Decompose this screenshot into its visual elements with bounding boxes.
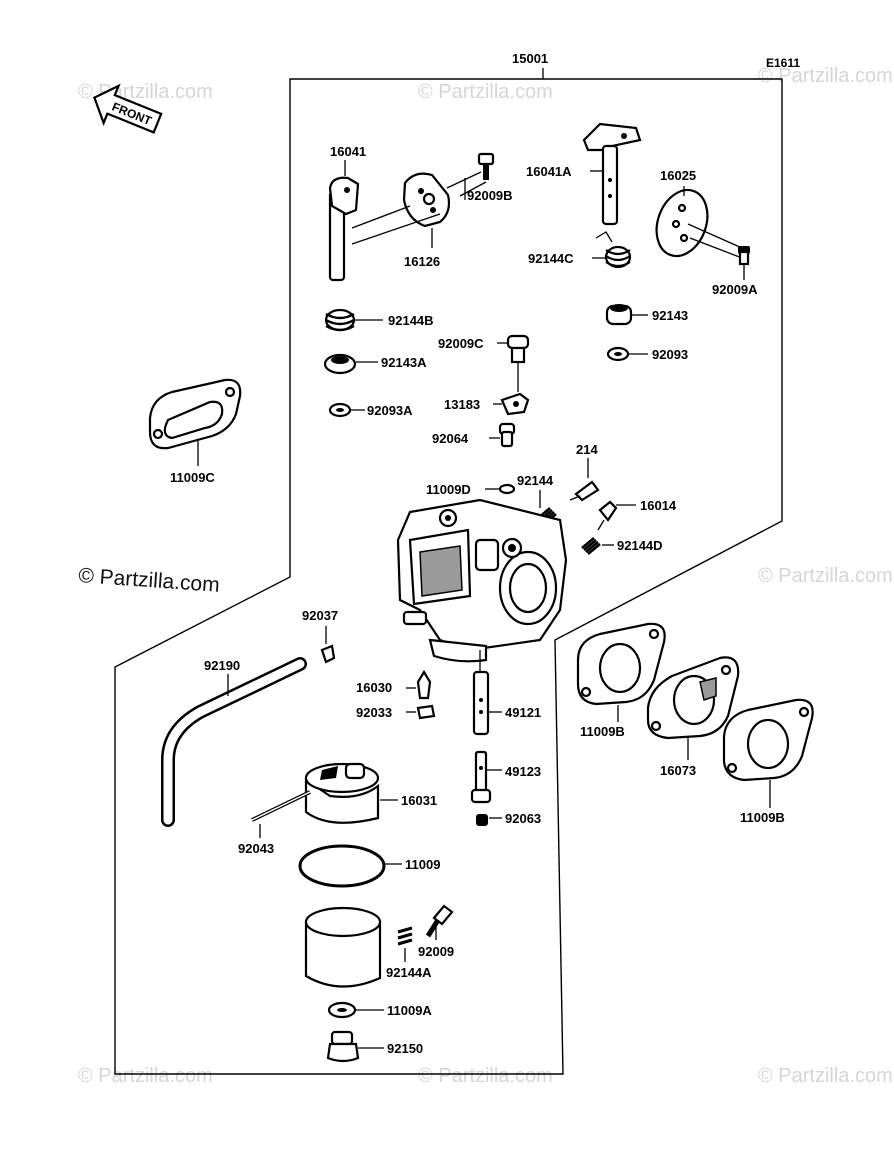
part-11009B-gasket-left <box>576 622 666 722</box>
label-49123: 49123 <box>505 764 541 779</box>
part-92150-bolt <box>326 1030 384 1063</box>
label-92009A: 92009A <box>712 282 758 297</box>
watermark-bottom-center: © Partzilla.com <box>418 1065 553 1087</box>
part-16014-needle <box>597 500 636 531</box>
front-arrow-icon: FRONT <box>93 83 163 134</box>
label-16031: 16031 <box>401 793 437 808</box>
label-16025: 16025 <box>660 168 696 183</box>
label-11009B-right: 11009B <box>740 810 785 825</box>
label-11009: 11009 <box>405 857 440 872</box>
part-92043-pin <box>251 790 311 838</box>
label-92144B: 92144B <box>388 313 434 328</box>
label-92144: 92144 <box>517 473 554 488</box>
label-92144C: 92144C <box>528 251 574 266</box>
part-92037-clip <box>320 626 336 664</box>
part-11009-gasket <box>298 844 402 888</box>
part-92143A-seal <box>323 353 378 375</box>
label-92037: 92037 <box>302 608 338 623</box>
label-92043: 92043 <box>238 841 274 856</box>
part-13183-bracket <box>493 392 530 416</box>
label-16073: 16073 <box>660 763 696 778</box>
part-92009B-screw <box>446 152 495 200</box>
part-92063-plug <box>476 814 502 826</box>
label-16126: 16126 <box>404 254 440 269</box>
part-92144B-spring <box>324 308 383 332</box>
label-11009C: 11009C <box>170 470 215 485</box>
part-16030-float-needle <box>406 669 432 700</box>
part-16073-insulator <box>646 656 740 760</box>
watermark-bottom-left: © Partzilla.com <box>78 1065 213 1087</box>
part-11009C-gasket <box>148 378 242 466</box>
part-92093A-washer <box>328 402 365 418</box>
part-49123-jet <box>470 750 502 804</box>
label-92009B: 92009B <box>467 188 513 203</box>
part-214-screw <box>569 458 600 502</box>
part-49121-emulsion-tube <box>472 670 502 736</box>
label-92009: 92009 <box>418 944 454 959</box>
watermark-top-center: © Partzilla.com <box>418 81 553 103</box>
label-11009A: 11009A <box>387 1003 432 1018</box>
label-92009C: 92009C <box>438 336 484 351</box>
part-carburetor-body <box>396 498 568 672</box>
diagram-code: E1611 <box>766 56 800 70</box>
part-92009A-screw <box>738 246 750 280</box>
part-11009A-washer <box>327 1001 384 1019</box>
part-16041-choke-shaft <box>328 160 360 282</box>
part-92143-seal <box>605 304 648 326</box>
watermark-top-right: © Partzilla.com <box>758 65 893 87</box>
part-11009B-gasket-right <box>722 698 814 808</box>
part-16126-choke-plate <box>351 172 451 248</box>
label-16030: 16030 <box>356 680 392 695</box>
part-92009-bolt <box>425 904 454 940</box>
label-92144D: 92144D <box>617 538 663 553</box>
part-92144A-spring <box>397 926 413 962</box>
label-92093: 92093 <box>652 347 688 362</box>
assembly-outline <box>114 78 783 1075</box>
label-16041A: 16041A <box>526 164 572 179</box>
label-11009B-left: 11009B <box>580 724 625 739</box>
part-16025-throttle-plate <box>655 186 743 259</box>
label-11009D: 11009D <box>426 482 471 497</box>
label-49121: 49121 <box>505 705 541 720</box>
label-16014: 16014 <box>640 498 677 513</box>
part-92093-washer <box>606 346 648 362</box>
watermark-main: © Partzilla.com <box>78 564 221 597</box>
part-92033-clip <box>406 704 436 720</box>
watermark-middle-right: © Partzilla.com <box>758 565 893 587</box>
label-92150: 92150 <box>387 1041 423 1056</box>
label-92143A: 92143A <box>381 355 427 370</box>
part-16031-float <box>304 762 398 824</box>
part-92064-nozzle <box>489 422 516 448</box>
label-92143: 92143 <box>652 308 688 323</box>
part-16041A-throttle-shaft <box>582 122 642 226</box>
part-11009D-o-ring <box>485 483 516 495</box>
label-92063: 92063 <box>505 811 541 826</box>
part-92190-tube <box>161 657 307 827</box>
label-92190: 92190 <box>204 658 240 673</box>
assembly-number: 15001 <box>512 51 548 66</box>
part-92009C-screw <box>497 334 530 392</box>
label-92064: 92064 <box>432 431 469 446</box>
label-92144A: 92144A <box>386 965 432 980</box>
label-16041: 16041 <box>330 144 366 159</box>
part-float-bowl <box>304 906 382 988</box>
label-92093A: 92093A <box>367 403 413 418</box>
label-214: 214 <box>576 442 598 457</box>
part-92144D-spring <box>581 537 614 555</box>
label-92033: 92033 <box>356 705 392 720</box>
watermark-bottom-right: © Partzilla.com <box>758 1065 893 1087</box>
part-92144C-spring <box>592 231 632 269</box>
label-13183: 13183 <box>444 397 480 412</box>
